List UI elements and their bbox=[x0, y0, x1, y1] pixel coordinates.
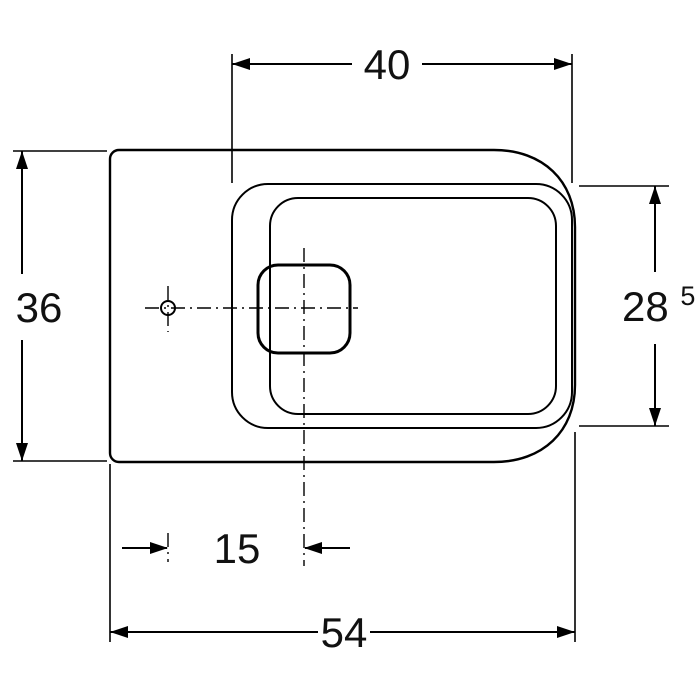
rim-outer-outline bbox=[231, 183, 573, 429]
dimension-left-height: 36 bbox=[13, 150, 107, 462]
arrowhead-left bbox=[304, 542, 322, 554]
dimension-label-right-main: 28 bbox=[622, 283, 669, 330]
dimension-label-top-width: 40 bbox=[364, 41, 411, 88]
dimension-label-bottom-offset: 15 bbox=[214, 525, 261, 572]
arrowhead-right bbox=[150, 542, 168, 554]
arrowhead-up bbox=[649, 186, 661, 204]
dimension-label-left-height: 36 bbox=[16, 284, 63, 331]
arrowhead-right bbox=[557, 626, 575, 638]
arrowhead-left bbox=[232, 58, 250, 70]
body-outline bbox=[108, 148, 577, 464]
arrowhead-right bbox=[554, 58, 572, 70]
arrowhead-down bbox=[16, 443, 28, 461]
dimension-label-right-height: 28 5 bbox=[622, 281, 695, 330]
rim-inner-outline bbox=[269, 197, 557, 415]
dimension-top-width: 40 bbox=[231, 41, 573, 183]
centerlines bbox=[145, 248, 358, 566]
dimension-bottom-total: 54 bbox=[109, 432, 576, 656]
arrowhead-down bbox=[649, 408, 661, 426]
dimension-right-height: 28 5 bbox=[579, 185, 695, 427]
dimension-bottom-offset: 15 bbox=[122, 525, 350, 572]
product-body bbox=[108, 148, 577, 464]
dimension-label-bottom-total: 54 bbox=[321, 609, 368, 656]
arrowhead-left bbox=[110, 626, 128, 638]
dimension-label-right-superscript: 5 bbox=[680, 281, 695, 311]
arrowhead-up bbox=[16, 151, 28, 169]
